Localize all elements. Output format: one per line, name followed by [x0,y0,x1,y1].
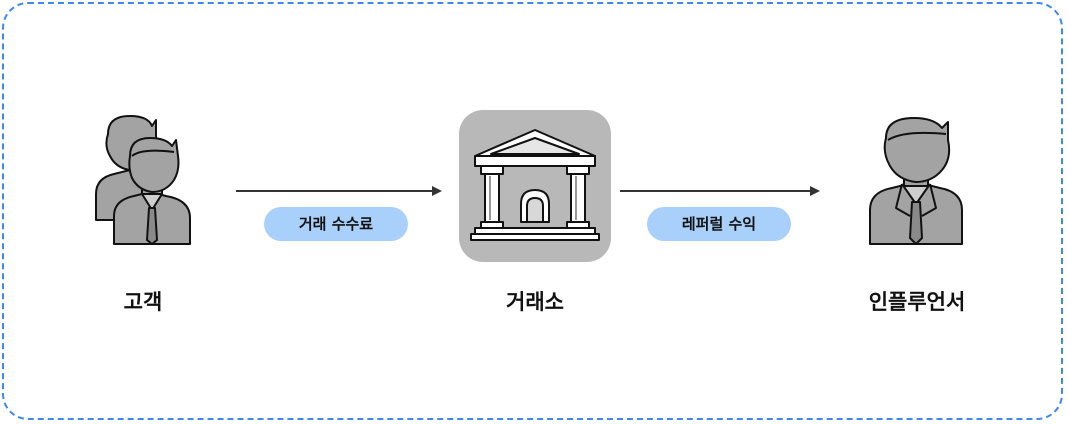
influencer-icon [864,112,968,248]
edge-label-referral-income: 레퍼럴 수익 [647,207,791,241]
influencer-node [864,112,968,248]
influencer-label: 인플루언서 [868,290,966,314]
customers-icon [86,112,198,248]
diagram-frame [2,2,1063,420]
arrow-exchange-to-influencer [620,186,820,196]
exchange-label: 거래소 [506,290,564,314]
exchange-node [459,110,611,262]
customer-label: 고객 [123,290,163,314]
exchange-building-icon [459,110,611,262]
customer-node [86,112,198,248]
edge-label-transaction-fee: 거래 수수료 [264,207,408,241]
arrow-customer-to-exchange [236,186,442,196]
